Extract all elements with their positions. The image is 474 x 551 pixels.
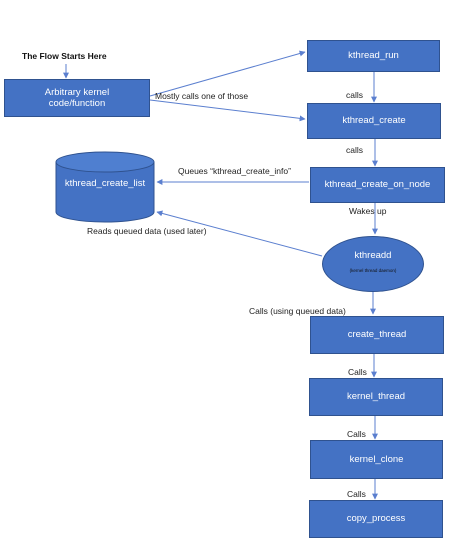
edge-label-calls-using: Calls (using queued data) [249, 306, 346, 316]
kthread-create-box: kthread_create [307, 103, 441, 139]
kthreadd-sublabel: (kernel thread daemon) [349, 268, 397, 273]
copy-process-box: copy_process [309, 500, 443, 538]
edge-label-calls-4: Calls [347, 429, 366, 439]
kernel-clone-box: kernel_clone [310, 440, 443, 479]
kthreadd-node: kthreadd (kernel thread daemon) [322, 236, 424, 292]
edge-label-calls-5: Calls [347, 489, 366, 499]
kthread-create-list-label: kthread_create_list [64, 178, 146, 189]
edge-label-calls-3: Calls [348, 367, 367, 377]
edge-label-queues: Queues “kthread_create_info” [178, 166, 291, 176]
edge-label-mostly-calls: Mostly calls one of those [155, 91, 249, 101]
create-thread-box: create_thread [310, 316, 444, 354]
kthread-create-on-node-box: kthread_create_on_node [310, 167, 445, 203]
flow-start-label: The Flow Starts Here [22, 51, 107, 61]
kernel-thread-box: kernel_thread [309, 378, 443, 416]
kthread-run-box: kthread_run [307, 40, 440, 72]
arrow-arbitrary-to-create [149, 99, 306, 122]
edge-label-wakes-up: Wakes up [349, 206, 387, 216]
arrow-arbitrary-to-run [149, 50, 306, 97]
edge-label-calls-1: calls [346, 90, 364, 100]
kthreadd-label: kthreadd [354, 250, 392, 261]
arbitrary-kernel-code-box: Arbitrary kernel code/function [4, 79, 150, 117]
edge-label-reads-queued: Reads queued data (used later) [87, 226, 207, 236]
kthread-create-list-cylinder [55, 151, 155, 223]
arrow-kthreadd-to-list [156, 210, 323, 257]
edge-label-calls-2: calls [346, 145, 364, 155]
